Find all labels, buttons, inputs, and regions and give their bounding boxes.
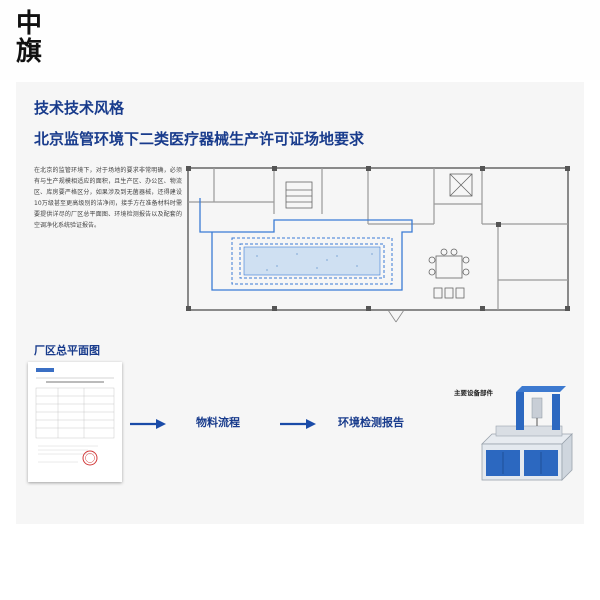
page-header: 中旗 xyxy=(0,0,600,80)
brand-logo: 中旗 xyxy=(16,9,43,67)
floor-plan-drawing xyxy=(186,166,570,323)
material-flow-step: 物料流程 xyxy=(196,416,240,429)
section-heading: 技术技术风格 xyxy=(34,99,125,117)
dispensing-machine-illustration xyxy=(481,386,573,481)
equipment-label: 主要设备部件 xyxy=(454,389,493,397)
description-text: 在北京的监管环境下，对于场地的要求非常明确，必须有与生产规模相适应的面积，且生产… xyxy=(34,167,182,229)
page-title: 北京监管环境下二类医疗器械生产许可证场地要求 xyxy=(34,130,365,148)
environment-report-step: 环境检测报告 xyxy=(338,416,404,429)
floor-plan-label: 厂区总平面图 xyxy=(34,344,100,357)
environment-report-document xyxy=(28,362,122,482)
flow-arrow-icon xyxy=(280,419,316,429)
flow-arrow-icon xyxy=(130,419,166,429)
